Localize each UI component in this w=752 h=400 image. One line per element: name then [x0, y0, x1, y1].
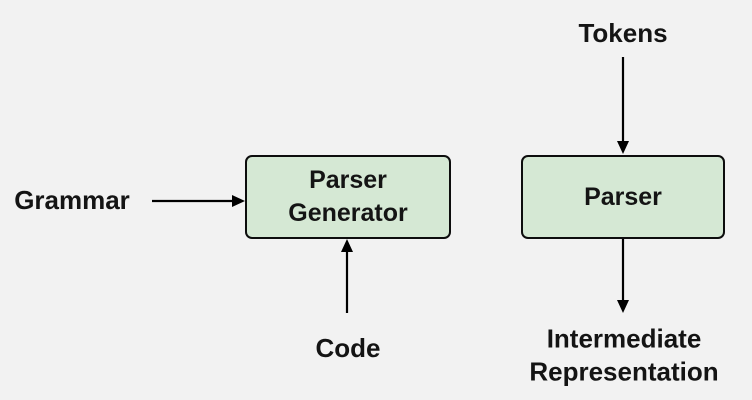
parser-node: Parser [521, 155, 725, 239]
intermediate-representation-label: Intermediate Representation [529, 323, 719, 387]
parser-generator-label: Parser Generator [288, 166, 408, 227]
code-label: Code [315, 332, 381, 363]
parser-label: Parser [584, 182, 662, 211]
parser-generator-node: Parser Generator [245, 155, 451, 239]
code-to-parser-generator-arrow [341, 239, 353, 313]
parser-to-intermediate-representation-arrow [617, 239, 629, 313]
grammar-label: Grammar [14, 184, 130, 215]
tokens-label: Tokens [578, 17, 668, 48]
grammar-to-parser-generator-arrow [152, 195, 245, 207]
tokens-to-parser-arrow [617, 57, 629, 154]
